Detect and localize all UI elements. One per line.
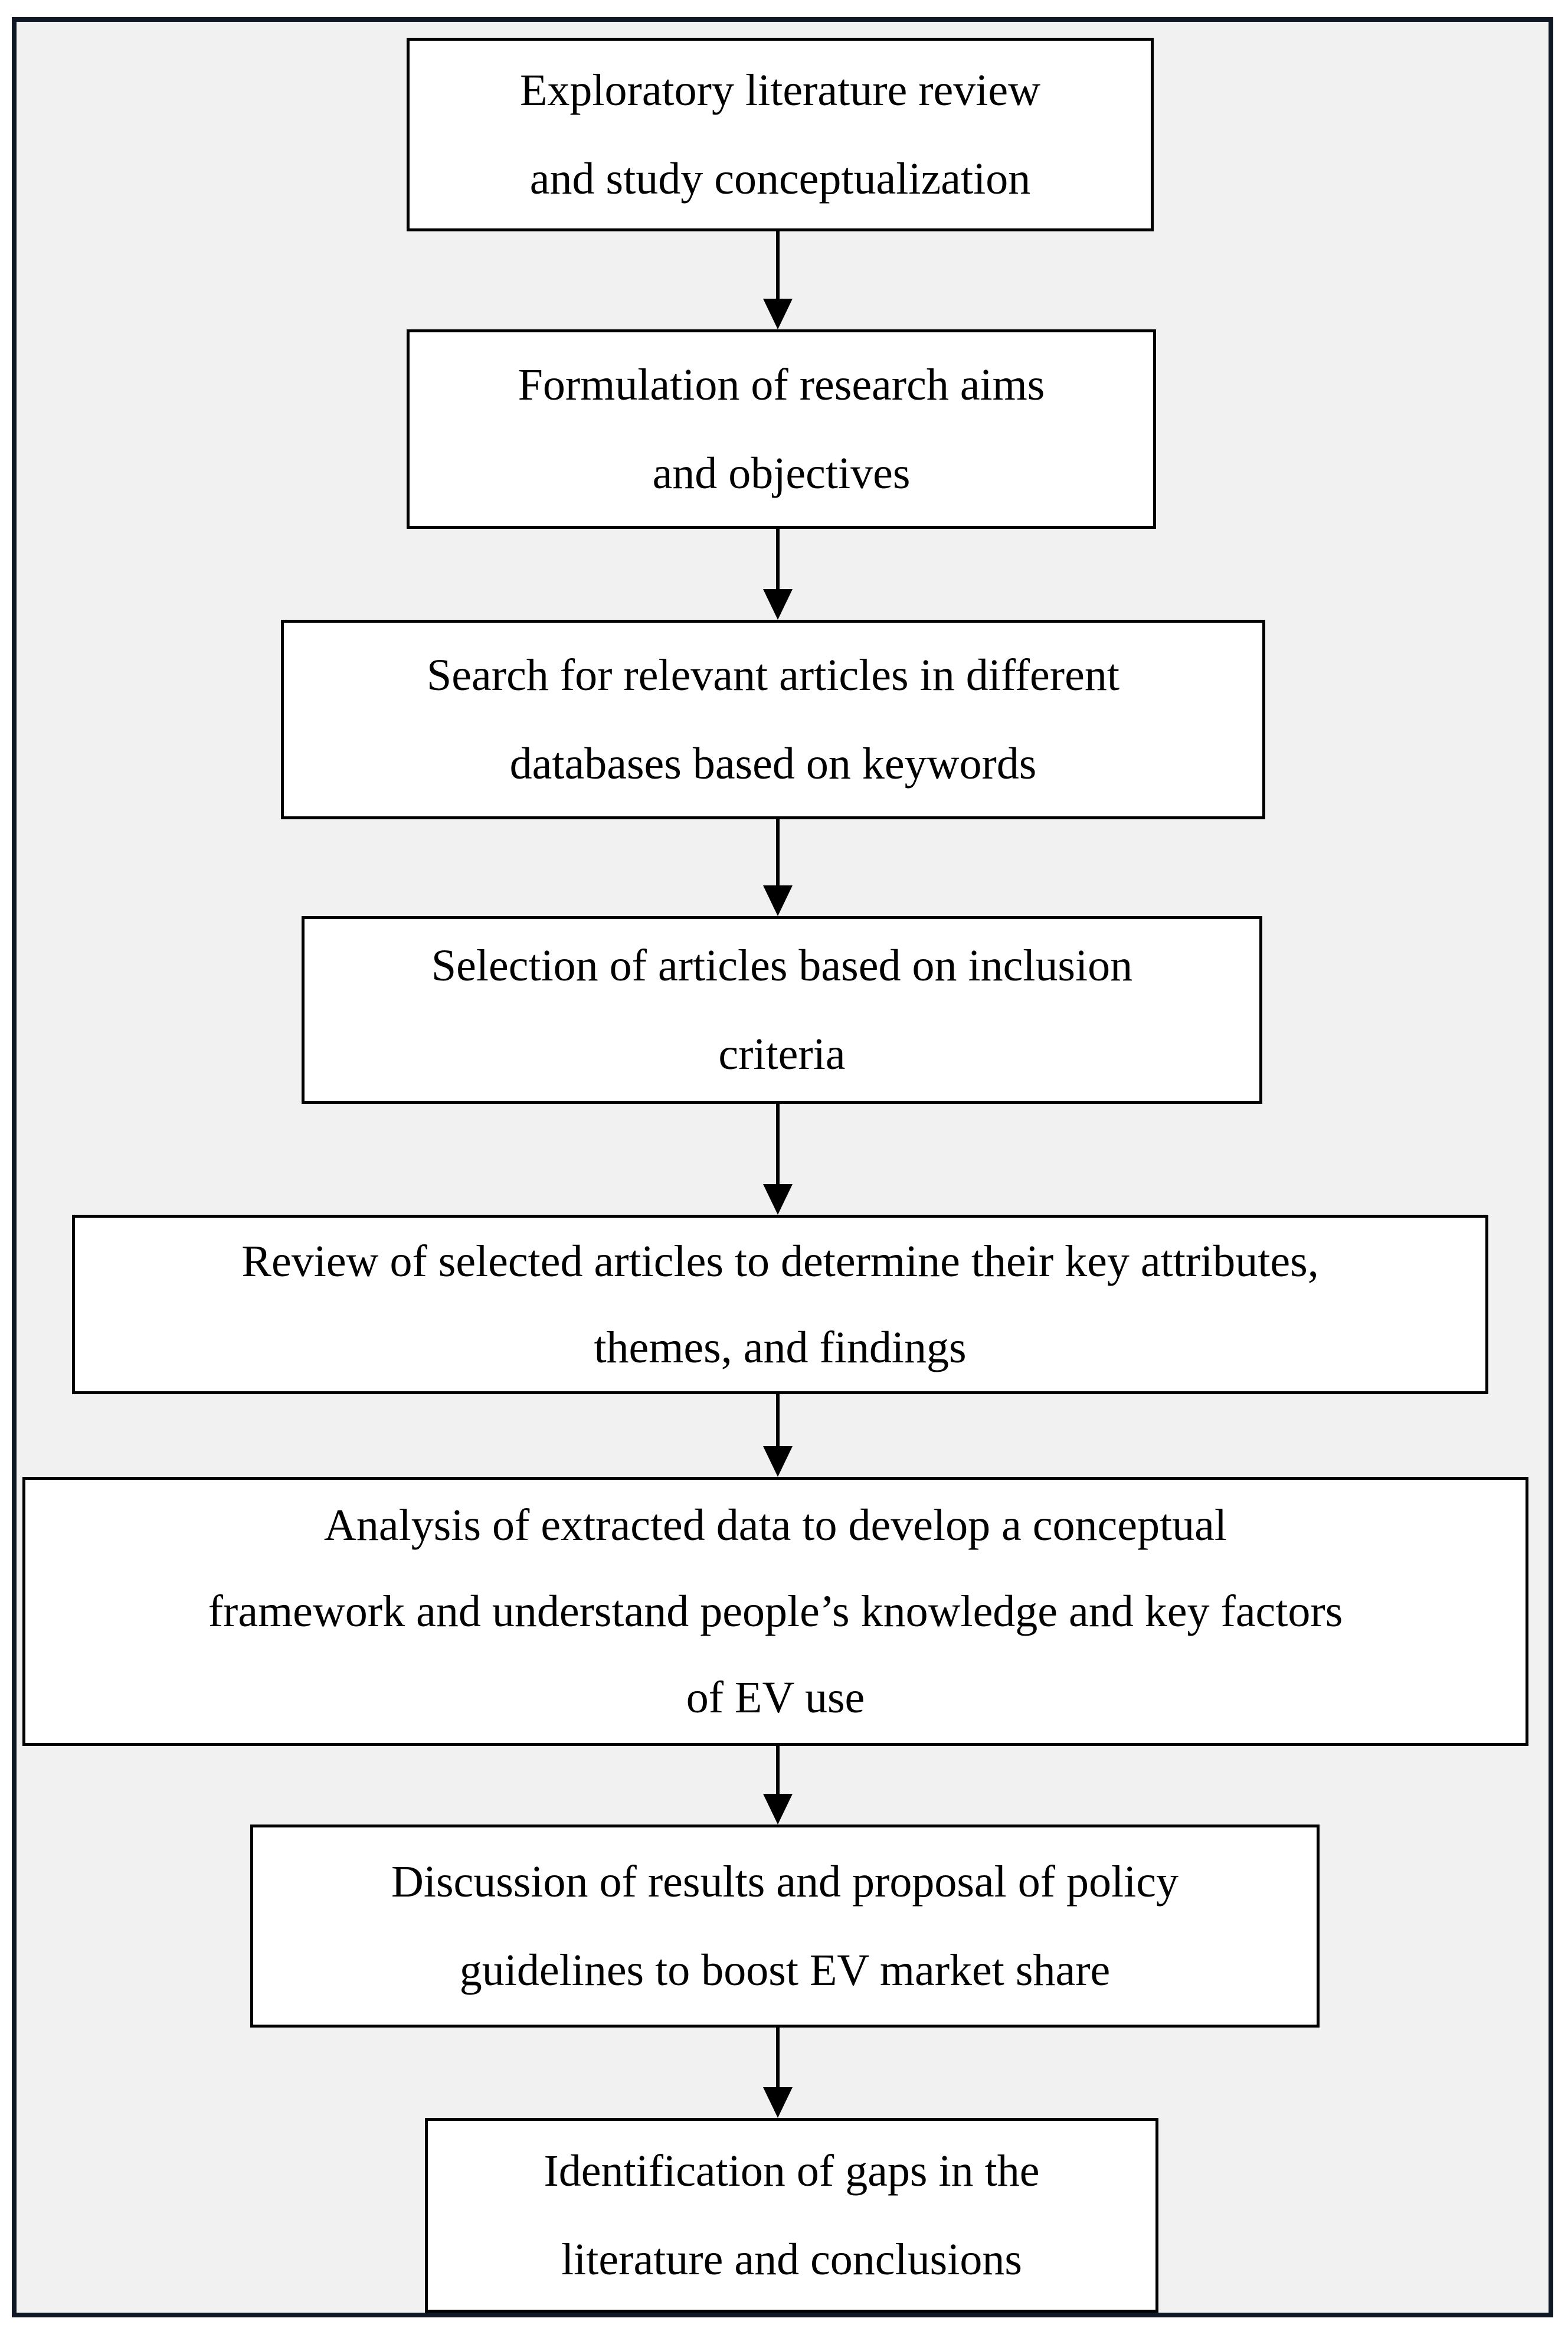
flow-arrow-6 [763, 1746, 793, 1825]
flow-step-2-line-1: Formulation of research aims [518, 360, 1045, 410]
arrow-down-icon [763, 1794, 793, 1825]
flow-step-7: Discussion of results and proposal of po… [250, 1825, 1320, 2028]
arrow-down-icon [763, 1446, 793, 1477]
arrow-shaft [776, 529, 780, 589]
arrow-shaft [776, 1746, 780, 1794]
flow-arrow-3 [763, 819, 793, 916]
flow-step-4-line-1: Selection of articles based on inclusion [431, 941, 1133, 990]
flow-arrow-4 [763, 1104, 793, 1215]
arrow-down-icon [763, 299, 793, 329]
flow-step-6-line-3: of EV use [686, 1673, 865, 1722]
flow-step-8-line-2: literature and conclusions [561, 2235, 1022, 2284]
flow-step-8-line-1: Identification of gaps in the [544, 2146, 1040, 2196]
flow-step-2-line-2: and objectives [652, 449, 911, 498]
flow-arrow-7 [763, 2028, 793, 2118]
flow-step-8: Identification of gaps in the literature… [425, 2118, 1158, 2313]
flow-arrow-5 [763, 1394, 793, 1477]
arrow-down-icon [763, 885, 793, 916]
flow-arrow-2 [763, 529, 793, 620]
flow-step-7-line-2: guidelines to boost EV market share [459, 1946, 1111, 1995]
flow-step-3-line-2: databases based on keywords [509, 739, 1037, 789]
flow-arrow-1 [763, 231, 793, 329]
flow-step-4-line-2: criteria [718, 1029, 846, 1079]
flow-step-1: Exploratory literature review and study … [407, 38, 1154, 231]
flow-step-2: Formulation of research aims and objecti… [407, 329, 1156, 529]
arrow-shaft [776, 1394, 780, 1446]
flow-step-6: Analysis of extracted data to develop a … [22, 1477, 1528, 1746]
arrow-down-icon [763, 589, 793, 620]
flow-step-3: Search for relevant articles in differen… [281, 620, 1265, 819]
flow-step-1-line-1: Exploratory literature review [519, 66, 1041, 115]
flow-step-4: Selection of articles based on inclusion… [302, 916, 1262, 1104]
flow-step-6-line-1: Analysis of extracted data to develop a … [324, 1500, 1227, 1550]
arrow-shaft [776, 819, 780, 885]
flow-step-5: Review of selected articles to determine… [72, 1215, 1488, 1394]
arrow-down-icon [763, 2087, 793, 2118]
flow-step-5-line-1: Review of selected articles to determine… [241, 1237, 1319, 1286]
flow-step-7-line-1: Discussion of results and proposal of po… [391, 1857, 1179, 1907]
arrow-shaft [776, 2028, 780, 2087]
flow-step-5-line-2: themes, and findings [594, 1323, 967, 1372]
arrow-shaft [776, 1104, 780, 1184]
flow-step-6-line-2: framework and understand people’s knowle… [208, 1587, 1343, 1636]
arrow-shaft [776, 231, 780, 299]
flow-step-1-line-2: and study conceptualization [529, 154, 1031, 204]
flow-step-3-line-1: Search for relevant articles in differen… [427, 650, 1119, 700]
arrow-down-icon [763, 1184, 793, 1215]
